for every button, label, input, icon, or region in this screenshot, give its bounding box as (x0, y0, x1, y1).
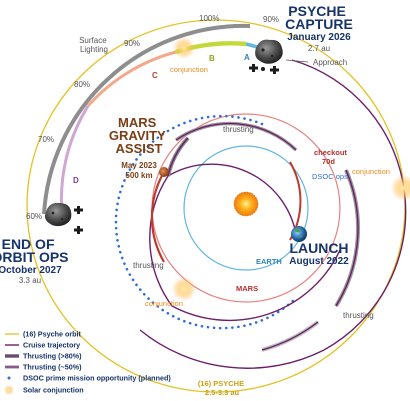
thrust-50-lower (261, 320, 320, 352)
launch-title: LAUNCH (289, 240, 348, 256)
phase-label-d: D (73, 176, 79, 185)
dsoc-ops-label: DSOC ops (312, 172, 348, 181)
percent-label-60: 60% (26, 212, 42, 221)
psyche-capture-distance: 2.7 au (308, 44, 330, 53)
conjunction-glow-bottom (172, 277, 196, 301)
legend-label-thrust80: Thrusting (>80%) (23, 352, 82, 361)
phase-label-b: B (209, 54, 215, 63)
thrusting-label-left: thrusting (133, 261, 164, 270)
end-ops-date: October 2027 (0, 265, 62, 276)
psyche-end-asteroid (45, 202, 72, 227)
percent-label-80: 80% (74, 80, 90, 89)
mars-assist-segment (150, 171, 165, 263)
thrusting-label-lower: thrusting (343, 311, 374, 320)
conjunction-label-bottom: conjunction (145, 299, 183, 308)
conjunction-label-top: conjunction (170, 65, 208, 74)
launch-date: August 2022 (289, 256, 349, 267)
legend-label-dsoc: DSOC prime mission opportunity (planned) (23, 374, 171, 383)
checkout-label: checkout 70d (314, 148, 349, 166)
spacecraft-icon-capture (249, 64, 279, 74)
surface-lighting-arc (42, 23, 251, 215)
psyche-orbit (26, 19, 406, 393)
psyche-orbit-label: (16) PSYCHE 2.5-3.3 au (198, 379, 246, 397)
psyche-capture-title: PSYCHE CAPTURE (285, 3, 353, 32)
phase-arc-c (86, 50, 177, 107)
approach-label: Approach (313, 58, 347, 67)
cruise-outer-arc (291, 59, 407, 351)
earth-label: EARTH (256, 257, 282, 266)
spacecraft-icon-end (74, 206, 83, 234)
percent-label-90-left: 90% (124, 39, 140, 48)
phase-label-a: A (244, 53, 250, 62)
sun (234, 192, 258, 216)
percent-label-100: 100% (199, 14, 219, 23)
phase-arc-d (59, 105, 90, 215)
earth-orbit (183, 145, 309, 271)
legend-swatch-solar (4, 385, 14, 395)
mars-planet (159, 167, 169, 177)
mars-assist-date: May 2023 (121, 161, 157, 170)
legend-swatch-dsoc (7, 376, 11, 380)
end-ops-title: END OF ORBIT OPS (0, 236, 69, 265)
end-ops-distance: 3.3 au (19, 276, 41, 285)
legend-label-solar: Solar conjunction (23, 386, 84, 395)
legend-label-thrust50: Thrusting (~50%) (23, 363, 82, 372)
cruise-lower-arc (139, 329, 325, 369)
psyche-capture-asteroid (255, 39, 283, 64)
thrusting-label-upper: thrusting (223, 125, 254, 134)
percent-label-90-right: 90% (263, 15, 279, 24)
legend-label-cruise: Cruise trajectory (23, 341, 80, 350)
mars-assist-altitude: 500 km (125, 171, 152, 180)
psyche-capture-date: January 2026 (287, 32, 351, 43)
legend-label-psyche: (16) Psyche orbit (23, 330, 82, 339)
percent-label-70: 70% (38, 135, 54, 144)
cruise-inner-loop (149, 163, 341, 322)
mars-label: MARS (236, 284, 258, 293)
mars-assist-title: MARS GRAVITY ASSIST (109, 115, 169, 156)
conjunction-label-right: conjunction (352, 167, 390, 176)
conjunction-glow-top (173, 37, 195, 59)
phase-label-c: C (152, 71, 158, 80)
legend: (16) Psyche orbit Cruise trajectory Thru… (4, 330, 171, 395)
surface-lighting-label: Surface Lighting (79, 36, 109, 54)
approach-arrow (285, 59, 309, 63)
conjunction-glow-right (391, 175, 410, 201)
dsoc-dotted-arc (114, 114, 298, 330)
